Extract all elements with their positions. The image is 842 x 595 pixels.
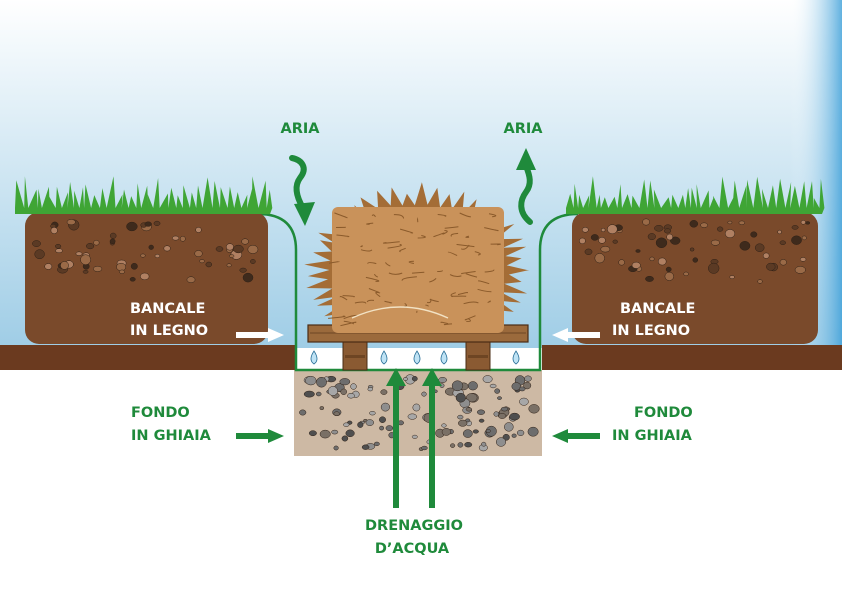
gravel-right-arrow-icon	[552, 429, 600, 443]
water-drop-icon	[380, 350, 388, 365]
water-drop-icon	[310, 350, 318, 365]
drainage-arrow-icon	[386, 368, 442, 508]
gravel-right-label-line1: FONDO	[634, 405, 693, 421]
ground-strip-left	[0, 345, 295, 370]
drainage-label-line2: D’ACQUA	[375, 541, 450, 557]
pallet-left-arrow-icon	[236, 328, 284, 342]
water-drop-icon	[413, 350, 421, 365]
pallet-left-label-line1: BANCALE	[130, 301, 205, 317]
water-drops	[310, 350, 520, 365]
soil-pebbles-right	[579, 218, 811, 284]
air-in-arrow-icon	[289, 155, 315, 226]
air-right-label: ARIA	[503, 121, 543, 137]
pit-liner	[257, 212, 579, 372]
air-out-arrow-icon	[516, 148, 536, 225]
gravel-left-label-line1: FONDO	[131, 405, 190, 421]
water-drop-icon	[512, 350, 520, 365]
drainage-label-line1: DRENAGGIO	[365, 518, 463, 534]
gravel-right-label-line2: IN GHIAIA	[612, 428, 693, 444]
grass-icon	[15, 176, 825, 214]
pallet-left-label-line2: IN LEGNO	[130, 323, 208, 339]
ground-strip-right	[542, 345, 842, 370]
gravel-stones	[299, 374, 540, 452]
gravel-left-arrow-icon	[236, 429, 284, 443]
water-drop-icon	[440, 350, 448, 365]
air-left-label: ARIA	[280, 121, 320, 137]
hay-bale-icon	[304, 182, 530, 333]
pallet-right-label-line2: IN LEGNO	[612, 323, 690, 339]
pallet-right-arrow-icon	[552, 328, 600, 342]
gravel-left-label-line2: IN GHIAIA	[131, 428, 212, 444]
pallet-right-label-line1: BANCALE	[620, 301, 695, 317]
soil-pebbles-left	[32, 219, 259, 283]
